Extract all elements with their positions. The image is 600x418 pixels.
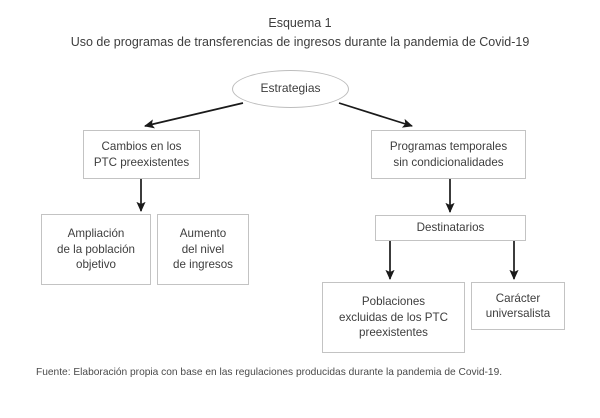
node-ampliacion-poblacion[interactable]: Ampliación de la población objetivo: [41, 214, 151, 285]
node-poblaciones-excluidas[interactable]: Poblaciones excluidas de los PTC preexis…: [322, 282, 465, 353]
node-cambios-ptc[interactable]: Cambios en los PTC preexistentes: [83, 130, 200, 179]
chart-title-block: Esquema 1 Uso de programas de transferen…: [0, 14, 600, 52]
node-caracter-universalista-label: Carácter universalista: [485, 291, 551, 321]
edge-estrategias-to-programas: [338, 102, 413, 128]
node-destinatarios[interactable]: Destinatarios: [375, 215, 526, 241]
node-programas-temporales[interactable]: Programas temporales sin condicionalidad…: [371, 130, 526, 179]
node-estrategias[interactable]: Estrategias: [232, 70, 349, 108]
chart-title-primary: Esquema 1: [268, 16, 332, 30]
node-ampliacion-poblacion-label: Ampliación de la población objetivo: [57, 227, 135, 272]
edge-estrategias-to-cambios: [144, 102, 244, 129]
chart-title-secondary: Uso de programas de transferencias de in…: [70, 35, 530, 49]
node-aumento-ingresos[interactable]: Aumento del nivel de ingresos: [157, 214, 249, 285]
source-note: Fuente: Elaboración propia con base en l…: [36, 367, 503, 378]
node-caracter-universalista[interactable]: Carácter universalista: [471, 282, 565, 330]
node-destinatarios-label: Destinatarios: [416, 221, 485, 235]
node-aumento-ingresos-label: Aumento del nivel de ingresos: [173, 227, 233, 272]
node-poblaciones-excluidas-label: Poblaciones excluidas de los PTC preexis…: [339, 295, 448, 340]
node-cambios-ptc-label: Cambios en los PTC preexistentes: [93, 140, 190, 169]
node-programas-temporales-label: Programas temporales sin condicionalidad…: [389, 140, 508, 169]
node-estrategias-label: Estrategias: [260, 81, 321, 96]
